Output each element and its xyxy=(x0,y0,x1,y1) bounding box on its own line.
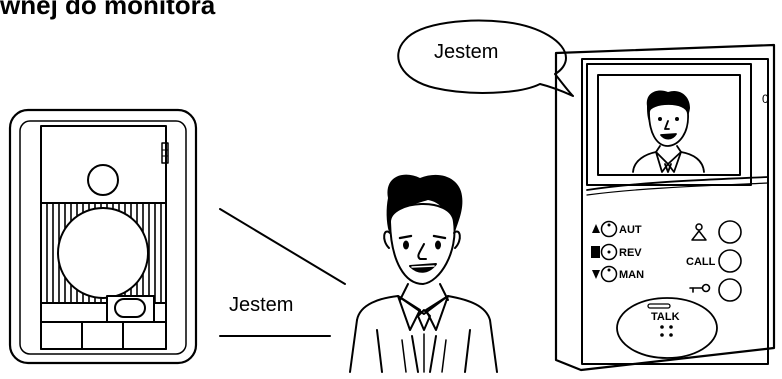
door-station xyxy=(8,108,198,365)
camera-lens xyxy=(87,164,119,196)
key-icon xyxy=(689,283,711,293)
mic-dot xyxy=(669,325,673,329)
call-button[interactable] xyxy=(114,298,146,318)
mic-dot xyxy=(660,325,664,329)
speaker-grille xyxy=(40,202,167,304)
switch-rev-label: REV xyxy=(619,247,642,259)
mode-switches: AUT REV MAN xyxy=(591,220,644,283)
unlock-button[interactable] xyxy=(718,278,742,302)
speech-bubble-text: Jestem xyxy=(434,41,498,63)
mic-dot xyxy=(669,333,673,337)
person-icon xyxy=(691,223,707,241)
switch-man-label: MAN xyxy=(619,269,644,281)
screen-person xyxy=(632,90,705,173)
monitor-buttons: CALL xyxy=(686,220,742,302)
call-button-monitor[interactable] xyxy=(718,249,742,273)
screen xyxy=(597,74,741,176)
switch-aut-label: AUT xyxy=(619,224,642,236)
triangle-up-icon xyxy=(592,224,600,233)
door-icon xyxy=(591,246,600,258)
side-label: Jestem xyxy=(229,294,293,316)
speech-bubble: Jestem xyxy=(397,19,574,97)
call-label: CALL xyxy=(686,256,716,268)
sound-line-upper xyxy=(219,208,346,285)
switch-man[interactable]: MAN xyxy=(592,265,644,283)
screen-bezel xyxy=(586,63,752,186)
indicator-zero: 0 xyxy=(762,92,769,106)
switch-aut[interactable]: AUT xyxy=(592,220,642,238)
triangle-down-icon xyxy=(592,270,600,279)
door-call-button[interactable] xyxy=(718,220,742,244)
talk-button[interactable]: TALK xyxy=(616,297,718,359)
page-title: wnej do monitora xyxy=(0,0,216,20)
monitor: 0 xyxy=(554,43,776,372)
switch-rev[interactable]: REV xyxy=(591,243,642,261)
mic-dot xyxy=(660,333,664,337)
talk-label: TALK xyxy=(651,311,680,323)
visitor-person xyxy=(349,174,498,373)
